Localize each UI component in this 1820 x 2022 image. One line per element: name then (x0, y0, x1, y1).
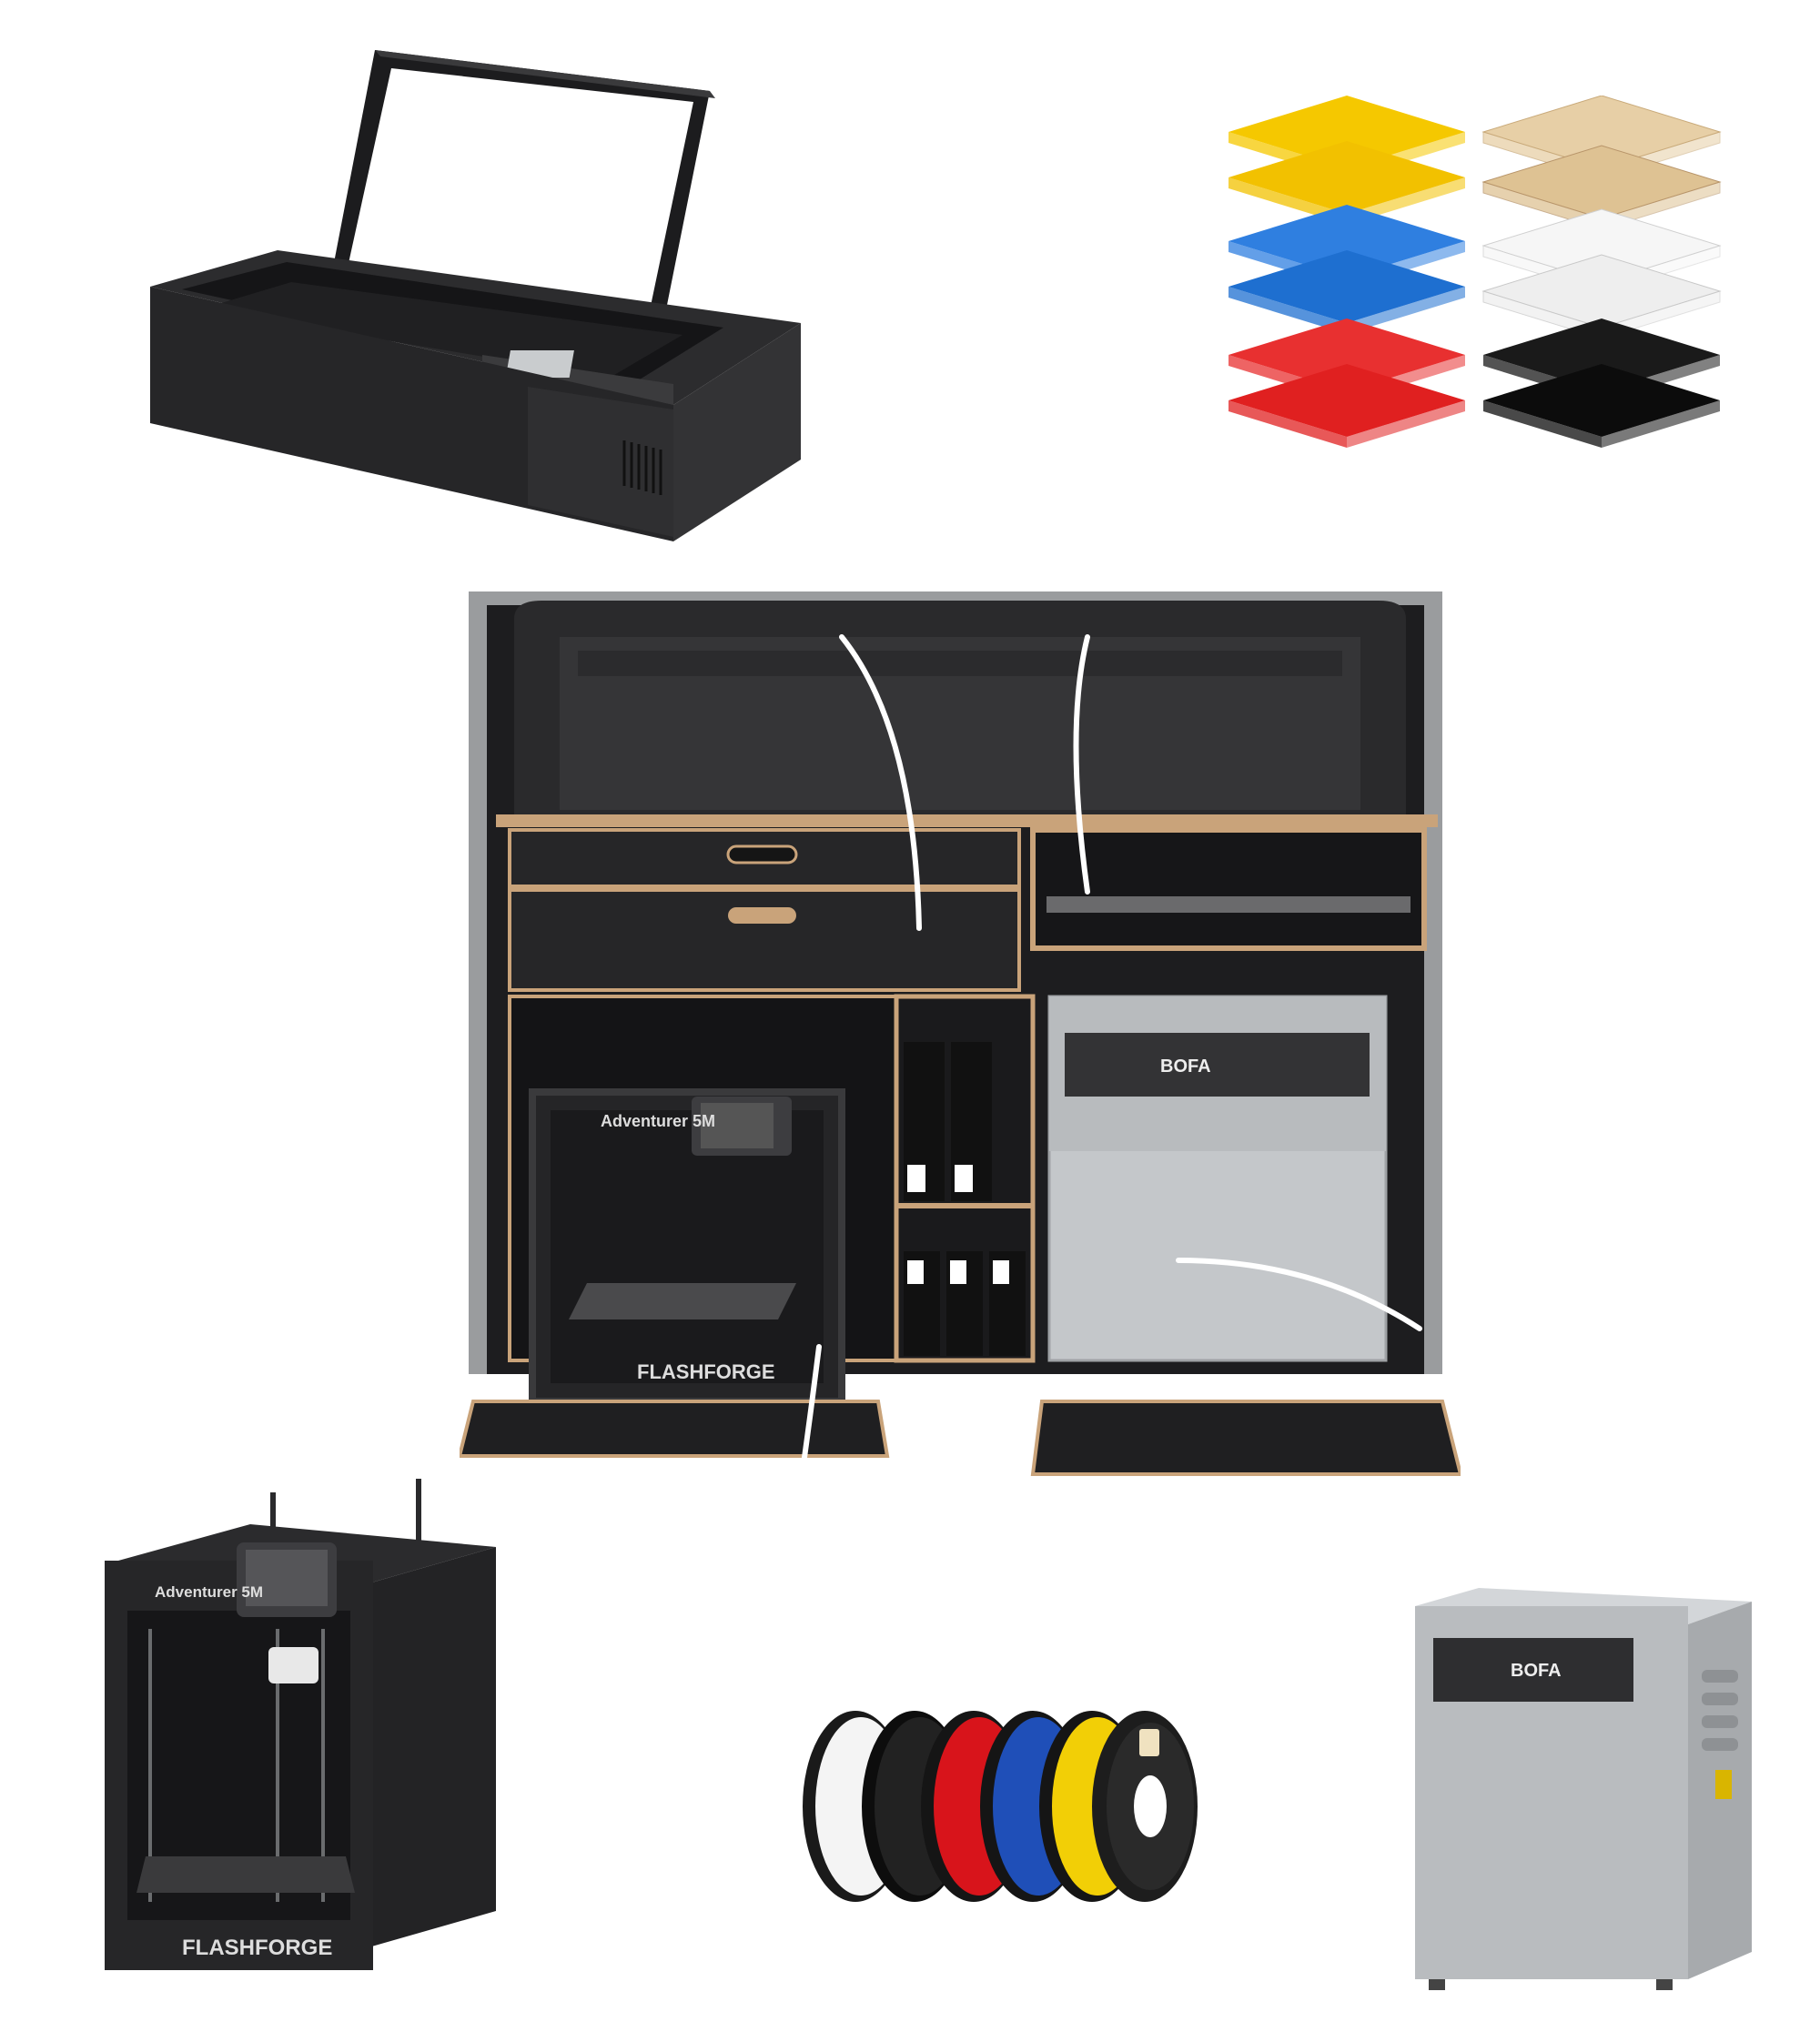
filament-spools (801, 1702, 1201, 1911)
3d-printer: Adventurer 5M FLASHFORGE (82, 1474, 510, 2002)
mobile-workshop-cabinet: Adventurer 5M FLASHFORGE BOFA (460, 582, 1461, 1538)
3d-printer-icon: Adventurer 5M FLASHFORGE (105, 1479, 496, 1970)
fume-extractor-icon: BOFA (1415, 1588, 1752, 1990)
material-sheets (1219, 96, 1738, 478)
extractor-brand-label: BOFA (1511, 1661, 1562, 1681)
laser-cutter-icon (150, 50, 801, 541)
fume-extractor: BOFA (1410, 1583, 1756, 2002)
spool-end (1092, 1711, 1198, 1902)
cabinet-printer-logo: FLASHFORGE (637, 1360, 775, 1383)
mobile-workshop-cabinet-icon: Adventurer 5M FLASHFORGE BOFA (460, 591, 1461, 1486)
laser-cutter (136, 45, 810, 555)
material-sheets-icon (1228, 96, 1721, 448)
cabinet-extractor-logo: BOFA (1160, 1056, 1211, 1077)
printer-brand-label: FLASHFORGE (182, 1936, 332, 1960)
printer-model-label: Adventurer 5M (155, 1583, 263, 1601)
cabinet-printer-label: Adventurer 5M (601, 1112, 715, 1130)
filament-spools-icon (803, 1711, 1198, 1902)
